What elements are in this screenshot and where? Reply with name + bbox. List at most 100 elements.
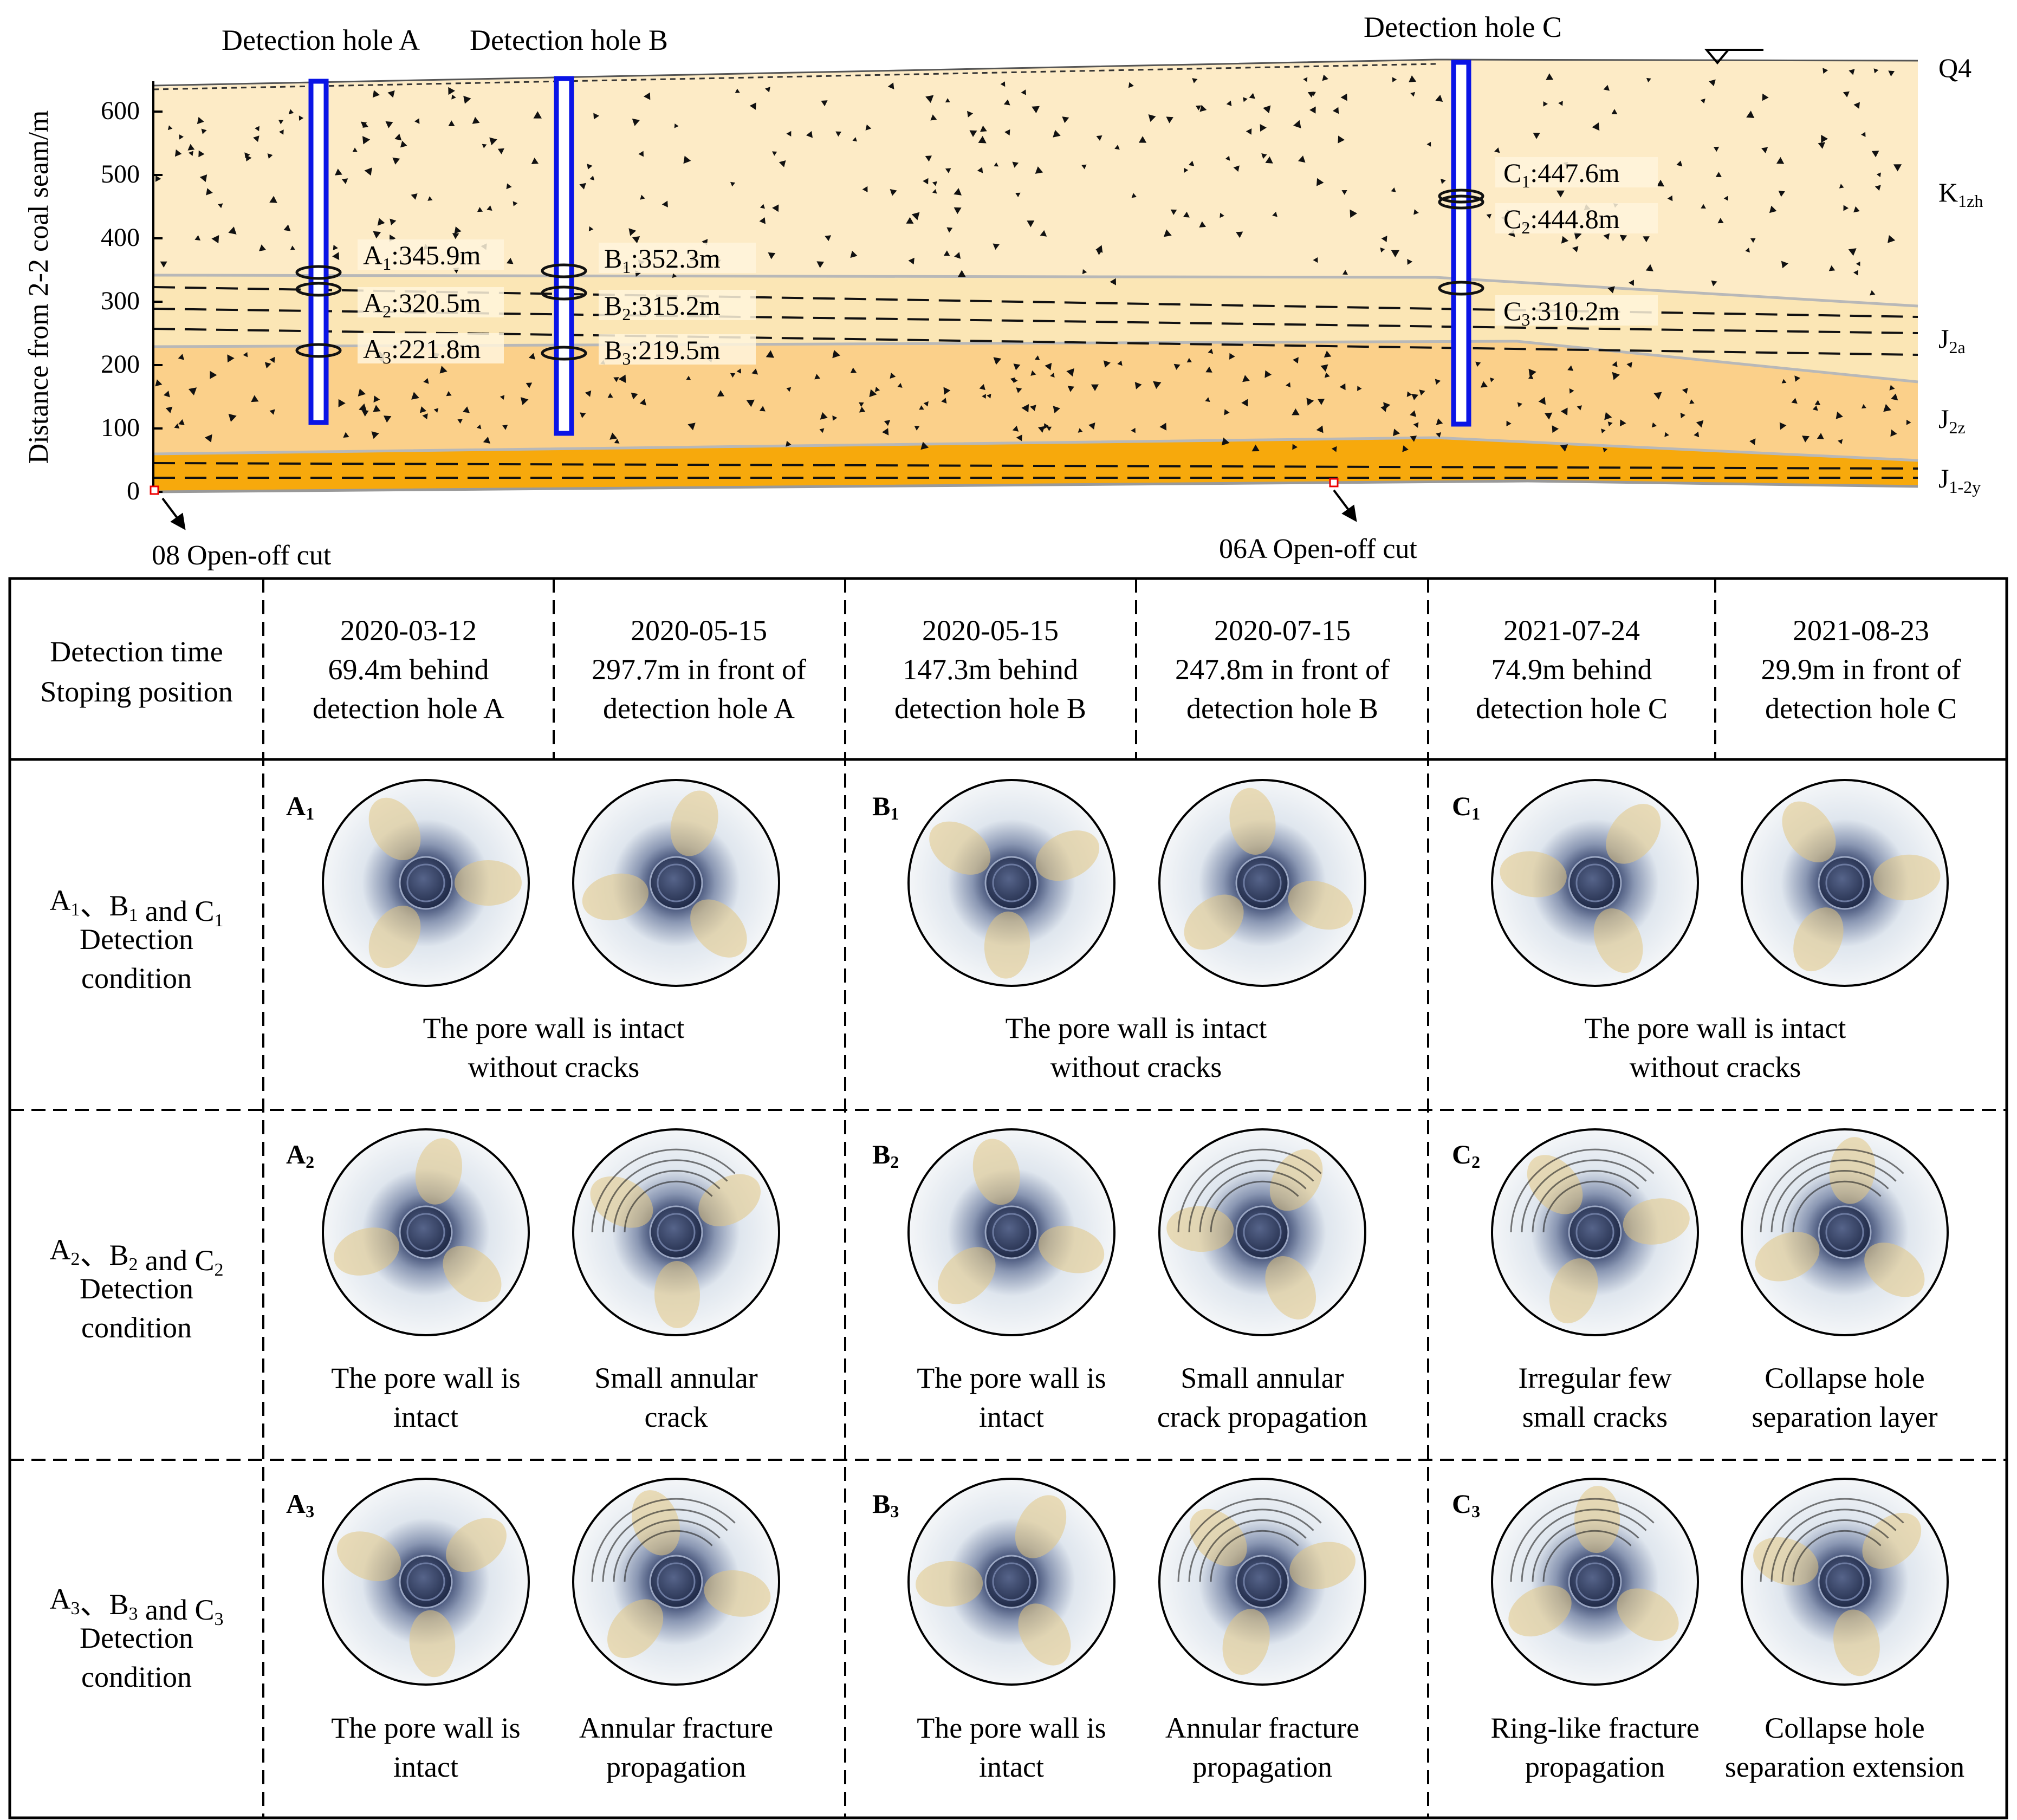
- borehole-photo-r2-c3: [907, 1128, 1115, 1336]
- marker-b2: B2:315.2m: [604, 290, 721, 324]
- layer-q4-k1zh: [153, 60, 1918, 306]
- marker-b1: B1:352.3m: [604, 243, 721, 277]
- hole-title-b: Detection hole B: [470, 24, 668, 56]
- layer-j2z: J2z: [1938, 404, 1966, 437]
- borehole-photo-r1-c4: [1158, 779, 1366, 987]
- header-col-4-line-1: 2020-07-15: [1214, 614, 1351, 647]
- panel-tag-b3: B3: [872, 1488, 899, 1521]
- header-col-3-line-1: 2020-05-15: [922, 614, 1059, 647]
- header-col-3-line-3: detection hole B: [894, 692, 1086, 725]
- caption-row1-group1-line-2: without cracks: [468, 1051, 639, 1083]
- row-label-2-line2: Detection: [80, 1272, 193, 1305]
- caption-row2-col5-line-2: small cracks: [1522, 1401, 1668, 1433]
- marker-c2: C2:444.8m: [1503, 204, 1620, 237]
- caption-row1-group3-line-1: The pore wall is intact: [1585, 1012, 1846, 1044]
- water-table-icon: [1704, 49, 1763, 65]
- caption-row2-col2-line-2: crack: [645, 1401, 708, 1433]
- ground-surface: [153, 58, 1918, 87]
- marker-a3: A3:221.8m: [363, 334, 481, 367]
- y-axis: 0 100 200 300 400 500 600 Distance from …: [23, 81, 163, 505]
- caption-row3-col6-line-2: separation extension: [1725, 1751, 1964, 1783]
- caption-row2-col2-line-1: Small annular: [594, 1362, 757, 1394]
- y-tick-300: 300: [101, 287, 140, 315]
- borehole-photo-r2-c2: [572, 1128, 780, 1336]
- detection-hole-b: [554, 76, 574, 436]
- caption-row3-col2-line-1: Annular fracture: [579, 1712, 773, 1744]
- cut-arrows: [161, 489, 1357, 530]
- open-off-cut-06a-label: 06A Open-off cut: [1219, 534, 1417, 564]
- header-col-6-line-3: detection hole C: [1765, 692, 1957, 725]
- marker-a1: A1:345.9m: [363, 240, 481, 274]
- detection-table: Detection time Stoping position 2020-03-…: [8, 577, 2008, 1819]
- layer-j1-2y: J1-2y: [1938, 463, 1981, 497]
- panel-tag-c3: C3: [1452, 1488, 1480, 1521]
- marker-a2: A2:320.5m: [363, 288, 481, 321]
- caption-row2-col1-line-1: The pore wall is: [331, 1362, 520, 1394]
- row-label-2-line3: condition: [81, 1311, 192, 1344]
- row-label-1-line3: condition: [81, 962, 192, 994]
- caption-row2-col4-line-2: crack propagation: [1157, 1401, 1367, 1433]
- row-label-3-line2: Detection: [80, 1622, 193, 1654]
- caption-row3-col4-line-1: Annular fracture: [1165, 1712, 1359, 1744]
- geological-section: A1:345.9m A2:320.5m A3:221.8m B1:352.3m …: [23, 11, 1983, 571]
- hole-title-a: Detection hole A: [222, 24, 420, 56]
- borehole-photo-r3-c1: [322, 1478, 530, 1686]
- y-tick-600: 600: [101, 96, 140, 125]
- header-col-2-line-2: 297.7m in front of: [592, 653, 806, 686]
- open-off-cut-08-marker: [150, 485, 159, 495]
- caption-row3-col1-line-1: The pore wall is: [331, 1712, 520, 1744]
- panel-tag-b2: B2: [872, 1139, 899, 1172]
- panel-tag-a1: A1: [286, 791, 314, 823]
- layer-j2a: [153, 275, 1918, 382]
- header-stoping-position: Stoping position: [40, 675, 233, 708]
- y-tick-400: 400: [101, 223, 140, 252]
- caption-row3-col4-line-2: propagation: [1192, 1751, 1332, 1783]
- borehole-photo-r2-c1: [322, 1128, 530, 1336]
- borehole-photo-r2-c4: [1158, 1128, 1366, 1336]
- header-col-4-line-3: detection hole B: [1186, 692, 1378, 725]
- caption-row3-col2-line-2: propagation: [606, 1751, 746, 1783]
- header-detection-time: Detection time: [50, 635, 223, 668]
- boundary-j2z-j12y: [153, 436, 1918, 462]
- caption-row2-col4-line-1: Small annular: [1181, 1362, 1344, 1394]
- j12y-dashes: [153, 462, 1918, 479]
- caption-row3-col5-line-2: propagation: [1525, 1751, 1665, 1783]
- boundary-bottom: [153, 479, 1918, 493]
- header-col-5-line-2: 74.9m behind: [1491, 653, 1652, 686]
- caption-row3-col3-line-1: The pore wall is: [917, 1712, 1106, 1744]
- header-col-2-line-3: detection hole A: [603, 692, 795, 725]
- marker-labels: A1:345.9m A2:320.5m A3:221.8m B1:352.3m …: [358, 157, 1658, 368]
- hole-title-c: Detection hole C: [1364, 11, 1562, 43]
- open-off-cut-06a-marker: [1329, 478, 1339, 487]
- header-col-1-line-1: 2020-03-12: [340, 614, 477, 647]
- borehole-photo-r1-c1: [322, 779, 530, 987]
- table-border: [8, 577, 2008, 1819]
- row-label-1-line2: Detection: [80, 923, 193, 955]
- row-label-1: A1、B1 and C1: [49, 884, 223, 931]
- borehole-photo-r1-c2: [572, 779, 780, 987]
- borehole-photo-r2-c5: [1491, 1128, 1699, 1336]
- borehole-photo-r3-c5: [1491, 1478, 1699, 1686]
- borehole-photos: [322, 779, 1949, 1686]
- row-label-3: A3、B3 and C3: [49, 1583, 223, 1629]
- header-col-6-line-1: 2021-08-23: [1793, 614, 1929, 647]
- header-col-6-line-2: 29.9m in front of: [1761, 653, 1961, 686]
- marker-b3: B3:219.5m: [604, 335, 721, 368]
- y-tick-100: 100: [101, 413, 140, 442]
- caption-row1-group1-line-1: The pore wall is intact: [423, 1012, 685, 1044]
- layer-q4: Q4: [1938, 53, 1971, 83]
- caption-row3-col1-line-2: intact: [393, 1751, 458, 1783]
- caption-row1-group3-line-2: without cracks: [1630, 1051, 1801, 1083]
- layer-k1zh: K1zh: [1938, 177, 1983, 211]
- caption-row1-group2-line-1: The pore wall is intact: [1006, 1012, 1267, 1044]
- borehole-photo-r3-c2: [572, 1478, 780, 1686]
- layer-labels: Q4 K1zh J2a J2z J1-2y: [1938, 53, 1983, 497]
- table-dashed-lines: [10, 578, 2007, 1818]
- panel-tag-a3: A3: [286, 1488, 314, 1521]
- header-col-1-line-3: detection hole A: [313, 692, 504, 725]
- rock-texture: [155, 68, 1911, 453]
